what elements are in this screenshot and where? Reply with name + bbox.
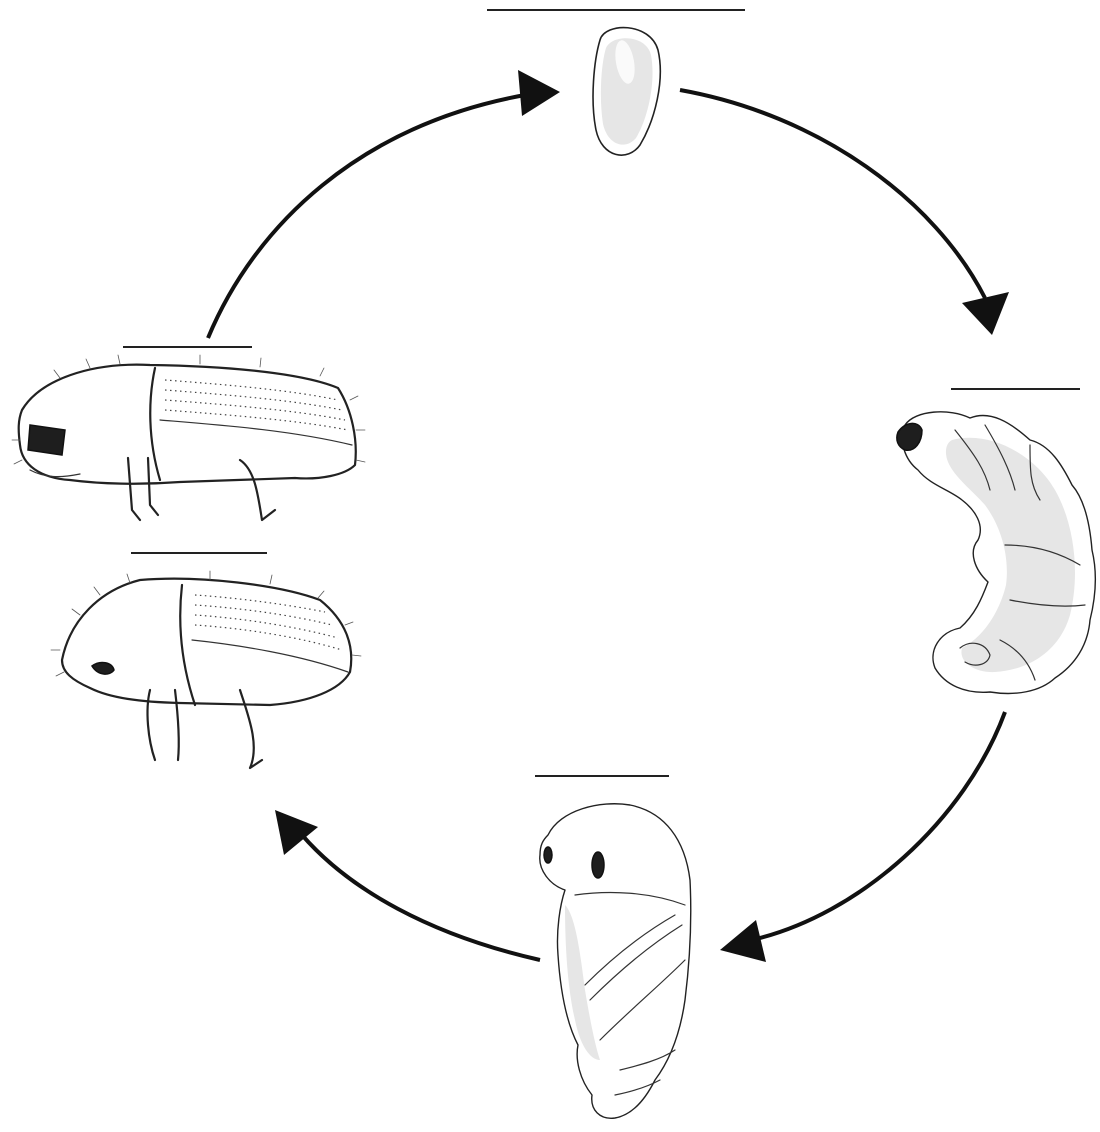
arrow-head-larva-to-pupa [720,920,766,962]
arrow-head-pupa-to-adult [275,810,318,855]
adult-female-illustration [12,355,365,520]
arrow-larva-to-pupa [752,712,1005,940]
egg-illustration [593,28,660,156]
arrow-egg-to-larva [680,90,985,298]
arrow-head-adult-to-egg [518,70,560,116]
larva-illustration [897,412,1095,694]
arrow-head-egg-to-larva [962,292,1009,335]
arrow-adult-to-egg [208,95,525,338]
pupa-illustration [540,804,691,1119]
arrow-pupa-to-adult [302,835,540,960]
adult-male-illustration [51,571,361,768]
